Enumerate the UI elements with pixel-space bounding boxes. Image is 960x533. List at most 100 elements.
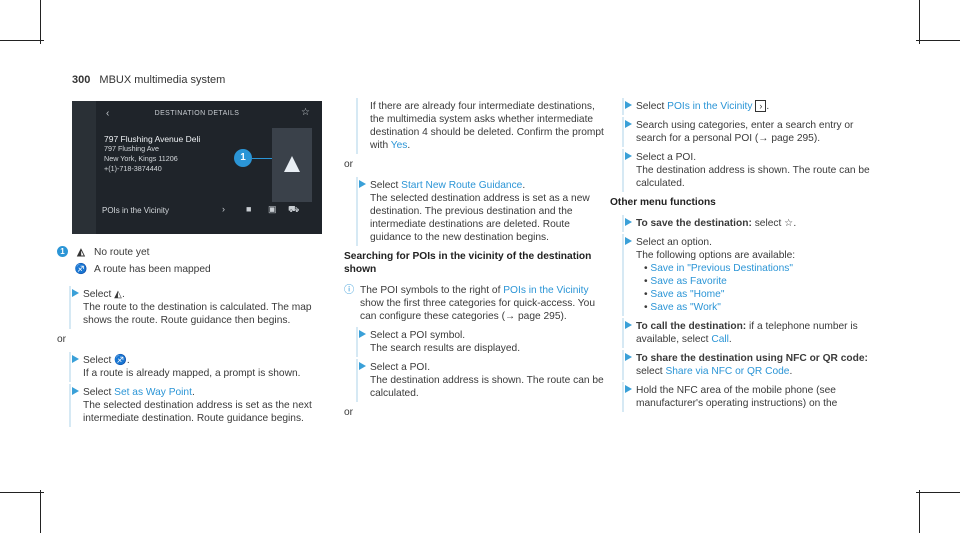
step-text: Select: [83, 289, 112, 300]
step-text: if a telephone number is available, sele…: [636, 321, 858, 345]
step-bar: [622, 234, 624, 316]
step-arrow-icon: [625, 385, 632, 393]
yes-link[interactable]: Yes: [390, 140, 408, 151]
step-bold-text: To save the destination:: [636, 218, 752, 229]
chevron-right-icon: ›: [755, 100, 767, 112]
step-text: The destination address is shown. The ro…: [370, 375, 604, 399]
instruction-step: Hold the NFC area of the mobile phone (s…: [610, 382, 880, 412]
set-as-way-point-link[interactable]: Set as Way Point: [114, 387, 192, 398]
step-text: If a route is already mapped, a prompt i…: [83, 368, 301, 379]
navigation-arrow-icon: ◭: [77, 247, 85, 258]
start-navigation-button: [272, 128, 312, 202]
instruction-step: Select ◭. The route to the destination i…: [57, 286, 317, 329]
or-text: or: [344, 407, 354, 418]
step-bar: [69, 286, 71, 329]
instruction-step: To call the destination: if a telephone …: [610, 318, 880, 348]
page-header: 300 MBUX multimedia system: [72, 74, 225, 86]
step-text: Search using categories, enter a search …: [636, 120, 854, 144]
step-text: The following options are available:: [636, 250, 796, 261]
star-icon: ☆: [301, 107, 310, 118]
step-arrow-icon: [625, 101, 632, 109]
step-text: Hold the NFC area of the mobile phone (s…: [636, 385, 838, 409]
instruction-step: Search using categories, enter a search …: [610, 117, 880, 147]
column-1: 1 ◭ No route yet ♐ A route has been mapp…: [57, 246, 317, 431]
step-bar: [356, 177, 358, 246]
page-title: MBUX multimedia system: [99, 74, 226, 86]
section-heading: Searching for POIs in the vicinity of th…: [344, 251, 592, 275]
map-strip: [72, 101, 96, 234]
legend-row: 1 ◭ No route yet: [57, 246, 317, 259]
star-icon: ☆: [784, 218, 794, 229]
route-icon: ♐: [114, 355, 127, 366]
step-arrow-icon: [72, 387, 79, 395]
step-bar: [622, 215, 624, 232]
step-arrow-icon: [625, 321, 632, 329]
step-text: select: [754, 218, 782, 229]
option-list: • Save in "Previous Destinations" • Save…: [636, 262, 880, 314]
navigation-arrow-icon: ◭: [114, 289, 123, 300]
destination-details-screenshot: ‹ DESTINATION DETAILS ☆ 797 Flushing Ave…: [72, 101, 322, 234]
step-arrow-icon: [625, 218, 632, 226]
or-text: or: [57, 334, 67, 345]
poi-info: 797 Flushing Avenue Deli 797 Flushing Av…: [104, 134, 200, 174]
chevron-left-icon: ‹: [106, 108, 110, 119]
page-number: 300: [72, 74, 91, 86]
poi-address-line1: 797 Flushing Ave: [104, 144, 160, 153]
instruction-step: Select Set as Way Point. The selected de…: [57, 384, 317, 427]
poi-name: 797 Flushing Avenue Deli: [104, 134, 201, 144]
step-arrow-icon: [625, 120, 632, 128]
option-item: • Save as Favorite: [644, 276, 727, 287]
screen-topbar: ‹ DESTINATION DETAILS ☆: [72, 101, 322, 125]
pois-in-the-vicinity-link[interactable]: POIs in the Vicinity: [667, 101, 753, 112]
step-text: Select a POI.: [636, 152, 697, 163]
step-text: Select: [83, 355, 112, 366]
step-arrow-icon: [359, 362, 366, 370]
step-arrow-icon: [359, 330, 366, 338]
chevron-right-icon: ›: [222, 204, 225, 214]
instruction-step: Select an option. The following options …: [610, 234, 880, 316]
crop-mark: [919, 0, 920, 44]
note-text: The POI symbols to the right of: [360, 285, 501, 296]
option-link[interactable]: Save as Favorite: [650, 276, 727, 287]
crop-mark: [40, 0, 41, 44]
step-arrow-icon: [359, 180, 366, 188]
note: ⓘ The POI symbols to the right of POIs i…: [344, 284, 606, 323]
or-text: or: [344, 159, 354, 170]
option-item: • Save as "Work": [644, 302, 721, 313]
step-bar: [69, 384, 71, 427]
step-bar: [356, 327, 358, 357]
step-text: select: [636, 366, 663, 377]
instruction-step: To share the destination using NFC or QR…: [610, 350, 880, 380]
option-link[interactable]: Save in "Previous Destinations": [650, 263, 793, 274]
legend-text: No route yet: [94, 247, 150, 258]
instruction-continuation: If there are already four intermediate d…: [344, 98, 606, 154]
instruction-step: Select ♐. If a route is already mapped, …: [57, 352, 317, 382]
step-arrow-icon: [625, 237, 632, 245]
instruction-step: Select POIs in the Vicinity ›.: [610, 98, 880, 115]
instruction-step: Select a POI. The destination address is…: [610, 149, 880, 192]
option-link[interactable]: Save as "Home": [650, 289, 725, 300]
step-bold-text: To call the destination:: [636, 321, 747, 332]
step-text: If there are already four intermediate d…: [370, 101, 604, 151]
legend-text: A route has been mapped: [94, 264, 211, 275]
step-bar: [622, 350, 624, 380]
step-bar: [356, 98, 358, 154]
crop-mark: [0, 40, 44, 41]
crop-mark: [919, 490, 920, 533]
navigation-arrow-icon: [284, 156, 300, 172]
option-link[interactable]: Save as "Work": [650, 302, 721, 313]
crop-mark: [40, 490, 41, 533]
call-link[interactable]: Call: [711, 334, 729, 345]
step-text: Select a POI.: [370, 362, 431, 373]
start-new-route-guidance-link[interactable]: Start New Route Guidance: [401, 180, 523, 191]
step-bar: [622, 318, 624, 348]
share-via-nfc-link[interactable]: Share via NFC or QR Code: [665, 366, 790, 377]
callout-marker: 1: [234, 149, 252, 167]
poi-icon: ■: [246, 204, 252, 214]
car-icon: ⛟: [288, 204, 300, 214]
callout-line: [252, 158, 282, 159]
step-text: The selected destination address is set …: [83, 400, 312, 424]
poi-address-line2: New York, Kings 11206: [104, 154, 178, 163]
column-3: Select POIs in the Vicinity ›. Search us…: [610, 98, 880, 416]
pois-in-the-vicinity-link[interactable]: POIs in the Vicinity: [503, 285, 589, 296]
